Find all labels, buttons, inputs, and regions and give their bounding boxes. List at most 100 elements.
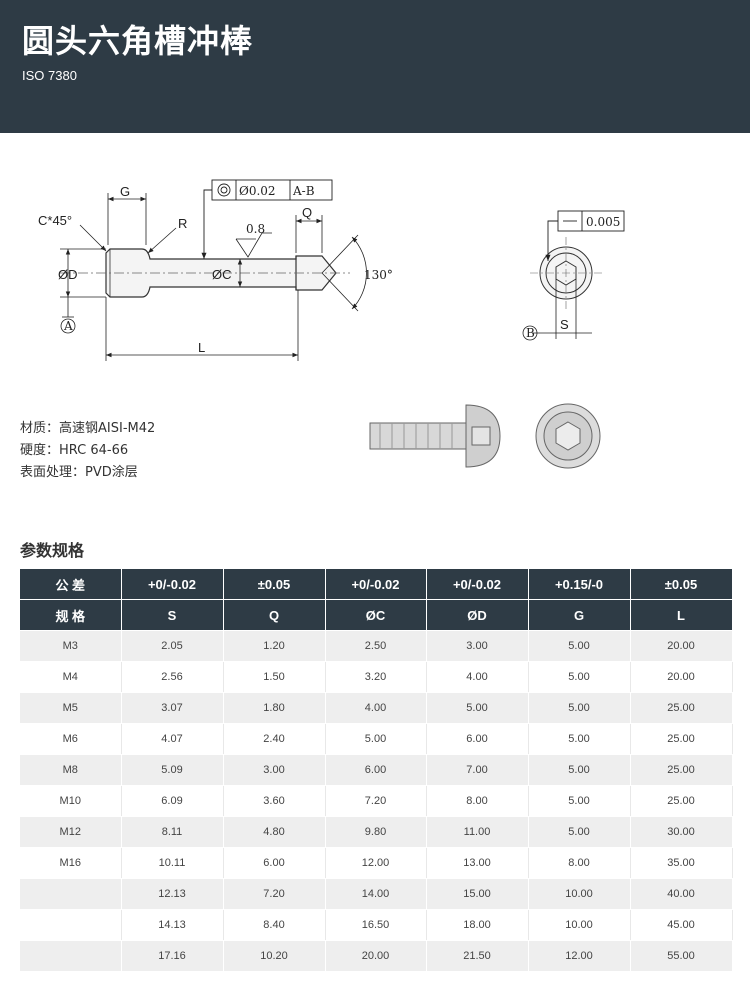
table-cell: 13.00 — [426, 847, 529, 879]
dim-g-label: G — [120, 184, 130, 199]
dim-r-label: R — [178, 216, 187, 231]
table-cell: 10.11 — [121, 847, 224, 879]
table-cell: 5.00 — [528, 723, 631, 755]
table-cell: M4 — [20, 661, 122, 693]
table-cell: 5.00 — [528, 661, 631, 693]
table-cell: 3.60 — [223, 785, 326, 817]
dim-g — [107, 193, 147, 245]
table-cell: 5.09 — [121, 754, 224, 786]
dim-l-label: L — [198, 340, 205, 355]
table-cell: 14.13 — [121, 909, 224, 941]
table-cell — [20, 909, 122, 941]
tolerance-row: 公 差 +0/-0.02 ±0.05 +0/-0.02 +0/-0.02 +0.… — [20, 569, 733, 600]
material-line: 材质：高速钢AISI-M42 — [20, 421, 156, 436]
table-cell: 9.80 — [325, 816, 427, 848]
table-cell: 25.00 — [630, 692, 733, 724]
table-header-cell: +0/-0.02 — [426, 569, 529, 600]
table-cell: 8.00 — [528, 847, 631, 879]
table-cell: 5.00 — [528, 816, 631, 848]
dim-c-label: ØC — [212, 267, 232, 282]
table-cell: 3.07 — [121, 692, 224, 724]
table-cell: 5.00 — [528, 692, 631, 724]
table-cell: 3.00 — [223, 754, 326, 786]
punch-photo-side — [369, 404, 501, 468]
datum-b-symbol — [522, 325, 538, 341]
table-cell: M10 — [20, 785, 122, 817]
table-cell: 3.20 — [325, 661, 427, 693]
dim-l — [105, 290, 299, 361]
page-header: 圆头六角槽冲棒 ISO 7380 — [0, 0, 750, 133]
dim-s — [532, 279, 592, 339]
punch-photo-end — [535, 403, 601, 469]
roughness-value: 0.8 — [246, 222, 265, 236]
section-title: 参数规格 — [20, 541, 85, 560]
table-cell: 5.00 — [528, 754, 631, 786]
table-header-cell: +0/-0.02 — [121, 569, 224, 600]
table-cell: 1.20 — [223, 630, 326, 662]
table-cell: 16.50 — [325, 909, 427, 941]
datum-a-label: A — [63, 319, 73, 333]
table-cell: 2.50 — [325, 630, 427, 662]
column-header-row: 规 格 S Q ØC ØD G L — [20, 599, 733, 631]
table-header-cell: L — [630, 599, 733, 631]
tol-flat-value: 0.005 — [586, 215, 620, 229]
table-cell: M6 — [20, 723, 122, 755]
tol-concentric-ref: A-B — [292, 184, 315, 198]
table-cell: 4.07 — [121, 723, 224, 755]
dim-q-label: Q — [302, 205, 312, 220]
technical-drawing: G C*45° R Ø0.02 A-B 0.8 Q 130° ØD — [38, 179, 625, 469]
table-cell: M5 — [20, 692, 122, 724]
table-header-cell: Q — [223, 599, 326, 631]
table-header-cell: G — [528, 599, 631, 631]
table-cell: 8.40 — [223, 909, 326, 941]
table-cell: 7.00 — [426, 754, 529, 786]
datum-b-label: B — [526, 326, 535, 340]
table-cell: 5.00 — [528, 630, 631, 662]
table-cell: 4.00 — [426, 661, 529, 693]
table-header-cell: +0.15/-0 — [528, 569, 631, 600]
material-specs: 材质：高速钢AISI-M42 硬度：HRC 64-66 表面处理：PVD涂层 — [20, 418, 155, 484]
table-cell: 2.40 — [223, 723, 326, 755]
table-cell: 4.00 — [325, 692, 427, 724]
table-cell: 11.00 — [426, 816, 529, 848]
table-cell: 25.00 — [630, 785, 733, 817]
table-cell: 5.00 — [325, 723, 427, 755]
roughness-symbol — [235, 232, 272, 258]
table-cell: 1.80 — [223, 692, 326, 724]
hardness-line: 硬度：HRC 64-66 — [20, 443, 129, 458]
table-header-cell: ØD — [426, 599, 529, 631]
table-cell: 2.05 — [121, 630, 224, 662]
table-cell: 5.00 — [528, 785, 631, 817]
table-cell — [20, 940, 122, 972]
table-cell: 6.00 — [426, 723, 529, 755]
table-cell: 20.00 — [630, 630, 733, 662]
datum-a-symbol — [60, 297, 76, 334]
dim-d-label: ØD — [58, 267, 78, 282]
table-cell: 6.00 — [223, 847, 326, 879]
table-cell: 6.00 — [325, 754, 427, 786]
table-cell: 12.00 — [528, 940, 631, 972]
standard-code: ISO 7380 — [22, 68, 77, 83]
table-header-cell: ±0.05 — [223, 569, 326, 600]
table-cell: M3 — [20, 630, 122, 662]
table-cell: 7.20 — [223, 878, 326, 910]
table-cell: 17.16 — [121, 940, 224, 972]
punch-side-view — [105, 248, 337, 298]
table-cell — [20, 878, 122, 910]
table-cell: 55.00 — [630, 940, 733, 972]
table-cell: 30.00 — [630, 816, 733, 848]
table-cell: 20.00 — [325, 940, 427, 972]
coating-line: 表面处理：PVD涂层 — [20, 465, 138, 480]
table-cell: 3.00 — [426, 630, 529, 662]
table-header-cell: ØC — [325, 599, 427, 631]
table-cell: 35.00 — [630, 847, 733, 879]
table-cell: 8.00 — [426, 785, 529, 817]
dim-angle — [321, 234, 367, 312]
